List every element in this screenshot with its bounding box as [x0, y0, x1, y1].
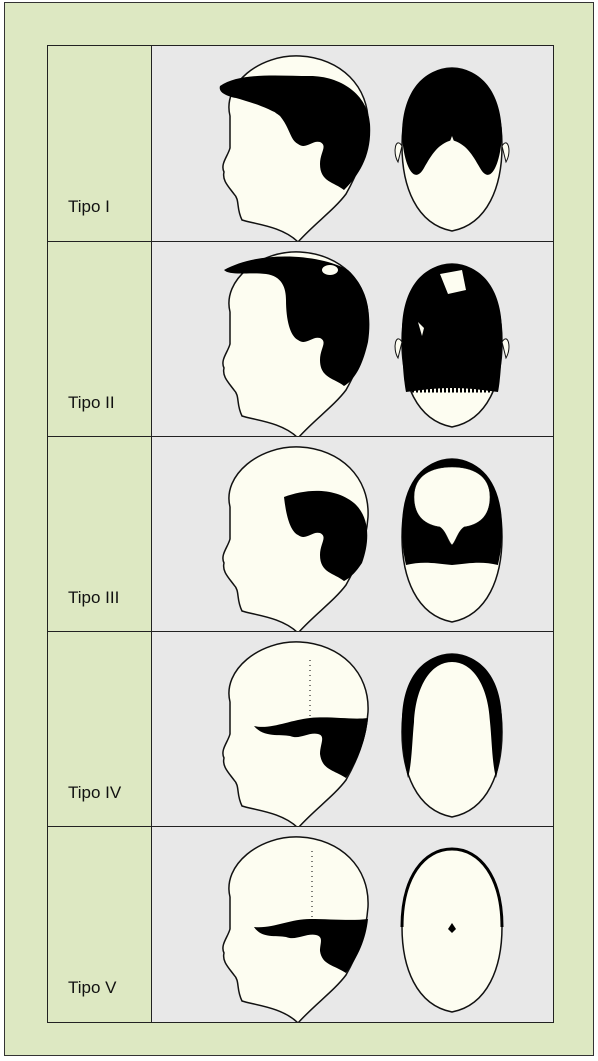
side-view-head — [223, 642, 368, 827]
stage-row-2: Tipo II — [48, 241, 553, 437]
stage-label-cell: Tipo III — [48, 437, 152, 632]
stage-illustrations — [152, 242, 553, 437]
stage-label-cell: Tipo IV — [48, 632, 152, 827]
stage-row-1: Tipo I — [48, 46, 553, 241]
side-view-head — [223, 447, 368, 632]
stage-row-5: Tipo V — [48, 826, 553, 1022]
stage-illustrations — [152, 632, 553, 827]
stage-label: Tipo V — [68, 978, 117, 998]
hair-loss-stages-table: Tipo I — [47, 45, 554, 1023]
head-drawings — [152, 827, 553, 1022]
head-drawings — [152, 437, 553, 632]
side-view-head — [223, 252, 369, 437]
stage-row-3: Tipo III — [48, 436, 553, 632]
top-view-head — [395, 68, 509, 231]
side-view-head — [223, 837, 368, 1022]
stage-illustrations — [152, 437, 553, 632]
head-drawings — [152, 242, 553, 437]
top-view-head — [402, 849, 502, 1012]
stage-illustrations — [152, 827, 553, 1022]
stage-label: Tipo II — [68, 393, 115, 413]
head-drawings — [152, 46, 553, 241]
side-view-head — [220, 56, 371, 241]
stage-label: Tipo IV — [68, 783, 121, 803]
stage-illustrations — [152, 46, 553, 241]
top-view-head — [402, 654, 502, 817]
stage-label: Tipo III — [68, 588, 119, 608]
figure-frame: Tipo I — [4, 2, 594, 1056]
stage-label-cell: Tipo I — [48, 46, 152, 241]
stage-label-cell: Tipo V — [48, 827, 152, 1022]
head-drawings — [152, 632, 553, 827]
top-view-head — [395, 264, 509, 427]
top-view-head — [402, 459, 502, 622]
stage-label: Tipo I — [68, 197, 110, 217]
stage-row-4: Tipo IV — [48, 631, 553, 827]
stage-label-cell: Tipo II — [48, 242, 152, 437]
